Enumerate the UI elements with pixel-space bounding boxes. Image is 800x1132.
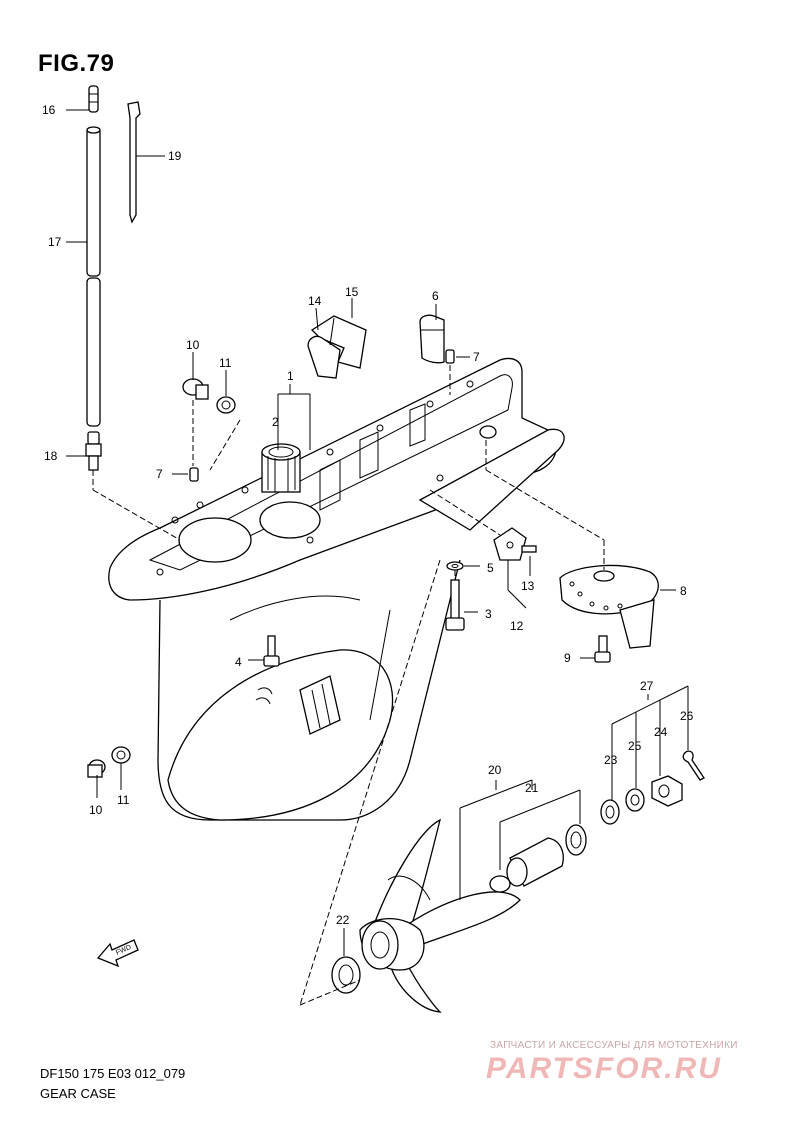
part-4-bolt — [263, 635, 280, 667]
part-17-drive-shaft — [86, 126, 101, 427]
part-22-thrust-washer — [331, 956, 361, 994]
part-5-washer — [446, 561, 464, 571]
callout-13: 13 — [521, 579, 535, 593]
part-6-rubber — [419, 314, 445, 364]
callout-3: 3 — [485, 607, 492, 621]
figure-title: FIG.79 — [38, 50, 115, 77]
callout-11-upper: 11 — [219, 356, 232, 370]
callout-7-left: 7 — [156, 467, 163, 481]
callout-10-lower: 10 — [89, 803, 103, 817]
part-21-hub — [489, 824, 587, 893]
gear-case-housing — [108, 357, 565, 821]
part-19-cable-tie — [127, 101, 141, 224]
part-14-15-plates — [307, 315, 367, 379]
part-10-11-lower — [87, 746, 131, 778]
leader-lines — [66, 109, 689, 956]
callout-15: 15 — [345, 285, 359, 299]
callout-5: 5 — [487, 561, 494, 575]
figure-name: GEAR CASE — [40, 1086, 116, 1101]
watermark-logo: PARTSFOR.RU — [486, 1052, 722, 1085]
callout-19: 19 — [168, 149, 182, 163]
part-20-propeller — [359, 818, 521, 1013]
callout-10-upper: 10 — [186, 338, 200, 352]
part-9-bolt — [594, 635, 611, 663]
part-8-anode — [559, 564, 659, 649]
callout-9: 9 — [564, 651, 571, 665]
callout-2: 2 — [272, 415, 279, 429]
callout-11-lower: 11 — [117, 793, 130, 807]
callout-27: 27 — [640, 679, 654, 693]
callout-12: 12 — [510, 619, 524, 633]
callout-20: 20 — [488, 763, 502, 777]
callout-6: 6 — [432, 289, 439, 303]
callout-4: 4 — [235, 655, 242, 669]
callout-numbers: 16 17 18 19 10 11 7 7 6 14 15 1 2 5 3 4 … — [42, 103, 694, 927]
callout-7-right: 7 — [473, 350, 480, 364]
part-24-nut — [651, 775, 683, 807]
part-10-11-upper — [182, 378, 236, 414]
fwd-arrow-icon — [96, 939, 139, 968]
part-18-shaft-fitting — [85, 431, 102, 471]
callout-8: 8 — [680, 584, 687, 598]
part-16-shaft-end — [88, 85, 99, 113]
callout-26: 26 — [680, 709, 694, 723]
part-3-bolt — [445, 579, 465, 631]
callout-17: 17 — [48, 235, 62, 249]
part-23-washer — [600, 799, 620, 825]
callout-16: 16 — [42, 103, 56, 117]
part-26-cotter-pin — [682, 750, 705, 781]
callout-1: 1 — [287, 369, 294, 383]
part-25-washer — [625, 788, 645, 812]
part-7-pins — [189, 349, 455, 482]
part-12-13-plate — [493, 527, 537, 561]
model-code: DF150 175 E03 012_079 — [40, 1066, 186, 1081]
callout-18: 18 — [44, 449, 58, 463]
watermark-caption: ЗАПЧАСТИ И АКСЕССУАРЫ ДЛЯ МОТОТЕХНИКИ — [490, 1040, 738, 1051]
callout-23: 23 — [604, 753, 618, 767]
callout-24: 24 — [654, 725, 668, 739]
callout-25: 25 — [628, 739, 642, 753]
callout-22: 22 — [336, 913, 350, 927]
callout-14: 14 — [308, 294, 322, 308]
alignment-lines — [92, 365, 605, 1006]
callout-21: 21 — [525, 781, 539, 795]
